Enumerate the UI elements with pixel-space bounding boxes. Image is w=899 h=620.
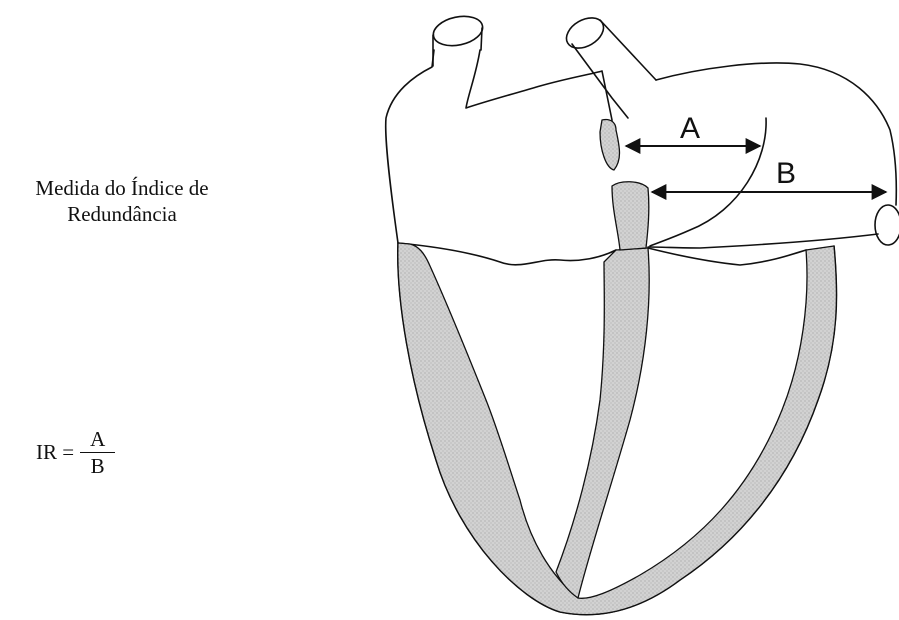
- atrial-septum-fragment: [600, 119, 620, 170]
- right-atrium-bottom: [648, 234, 878, 248]
- aorta-right-wall: [466, 50, 612, 160]
- aorta-right-edge: [481, 28, 482, 50]
- pulmonary-vessel-lower: [572, 44, 628, 118]
- av-line-right: [648, 248, 806, 265]
- av-line-left: [398, 243, 616, 265]
- pulmonary-opening: [561, 12, 609, 55]
- inner-atrium-curve: [650, 118, 766, 246]
- aorta-opening: [431, 12, 486, 50]
- left-atrium-outline: [386, 50, 434, 243]
- right-vessel-opening: [875, 205, 899, 245]
- septum-knob: [612, 182, 649, 250]
- interventricular-septum: [556, 248, 649, 598]
- label-a: A: [680, 112, 700, 145]
- pulmonary-vessel-upper: [600, 20, 656, 80]
- label-b: B: [776, 157, 796, 190]
